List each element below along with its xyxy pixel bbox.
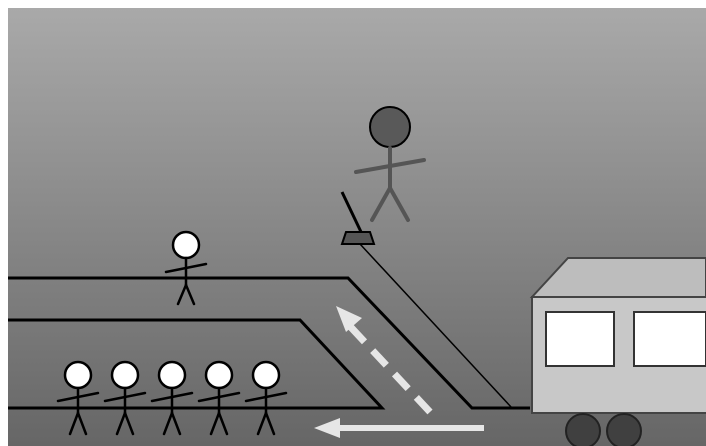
main-track-person-left-arm [103, 395, 127, 403]
side-track-top-rail [8, 276, 530, 410]
main-track-person-head [157, 360, 187, 390]
lever-handle [340, 191, 364, 235]
large-person-head [369, 106, 411, 148]
main-track-person-right-arm [170, 391, 194, 399]
side-track-person-left-arm [164, 266, 188, 274]
main-track-person [197, 360, 241, 436]
main-track-person-left-arm [197, 395, 221, 403]
main-track-person-head [110, 360, 140, 390]
main-track-person-right-arm [123, 391, 147, 399]
tracks [8, 243, 530, 410]
side-track-person-right-arm [184, 262, 208, 270]
main-track-people [56, 360, 288, 436]
side-track-person-right-leg [184, 283, 196, 306]
main-track-person-head [63, 360, 93, 390]
main-track-person-left-arm [244, 395, 268, 403]
large-person-figure [354, 106, 426, 222]
main-track-person-right-leg [264, 411, 276, 436]
main-track-person-right-leg [217, 411, 229, 436]
main-track-person-right-leg [123, 411, 135, 436]
main-track-person-right-arm [217, 391, 241, 399]
straight-path-arrowhead-icon [314, 418, 340, 438]
lever-base [340, 231, 376, 245]
trolley-window-right [633, 311, 706, 367]
large-person-left-leg [370, 186, 392, 222]
direction-arrows [314, 306, 484, 438]
main-track-person-left-arm [56, 395, 80, 403]
main-track-person-head [251, 360, 281, 390]
main-track-person-right-arm [76, 391, 100, 399]
main-track-person-right-leg [170, 411, 182, 436]
main-track-person [244, 360, 288, 436]
large-person-right-leg [388, 186, 410, 222]
diverted-path-arrow-shaft [343, 319, 433, 415]
main-track-person-left-arm [150, 395, 174, 403]
main-track-person-left-leg [256, 411, 268, 436]
side-track-person-head [171, 230, 201, 260]
main-track-person-right-leg [76, 411, 88, 436]
side-track-person-left-leg [176, 283, 188, 306]
trolley-window-left [545, 311, 615, 367]
side-track-bottom-rail [8, 318, 386, 410]
main-track-person-right-arm [264, 391, 288, 399]
lever-switch-icon[interactable] [340, 191, 376, 245]
main-track-person-head [204, 360, 234, 390]
main-track-person [150, 360, 194, 436]
large-person-left-arm [354, 164, 392, 174]
side-track-person [164, 230, 208, 306]
trolley-car-icon [529, 257, 706, 446]
large-person-right-arm [388, 158, 426, 168]
diverted-path-arrowhead-icon [336, 306, 362, 332]
lever-wire [359, 243, 513, 409]
main-track-person [103, 360, 147, 436]
main-track-person-left-leg [115, 411, 127, 436]
main-track-person-left-leg [209, 411, 221, 436]
main-track-person-left-leg [162, 411, 174, 436]
trolley-wheel-left [565, 413, 601, 446]
main-track-person [56, 360, 100, 436]
trolley-wheel-right [606, 413, 642, 446]
main-track-person-left-leg [68, 411, 80, 436]
